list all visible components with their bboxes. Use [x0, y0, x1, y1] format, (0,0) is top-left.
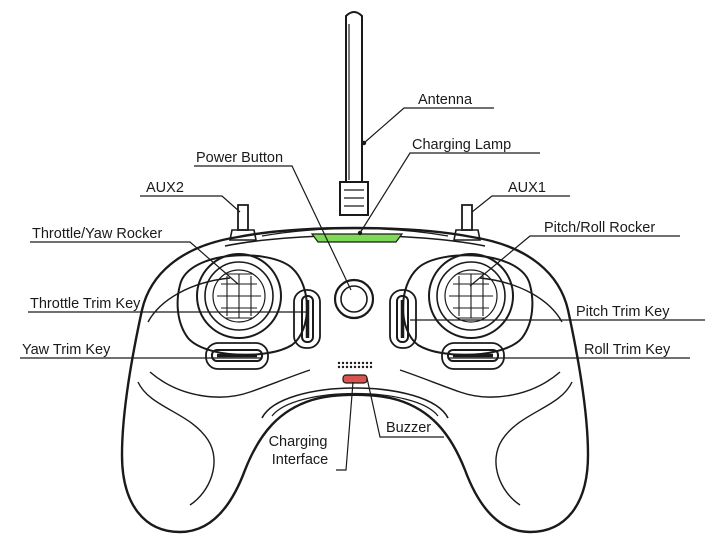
pitch-roll-rocker[interactable] [402, 253, 534, 356]
label-aux1: AUX1 [508, 180, 546, 196]
buzzer-dot [369, 361, 373, 365]
throttle-yaw-rocker[interactable] [176, 253, 308, 356]
charging-interface-port [342, 374, 368, 384]
buzzer-dot [353, 365, 357, 369]
pitch-trim-key[interactable] [389, 289, 417, 349]
label-antenna: Antenna [418, 92, 473, 108]
antenna [339, 11, 369, 216]
label-charging-interface-line1: Charging [269, 434, 328, 450]
aux2-switch[interactable] [229, 204, 257, 241]
label-yaw-trim-key: Yaw Trim Key [22, 342, 111, 358]
buzzer-dot [357, 361, 361, 365]
buzzer-dot [361, 361, 365, 365]
bottom-arch-outer [261, 387, 449, 419]
label-charging-interface-line2: Interface [272, 452, 328, 468]
labels: Antenna Charging Lamp Power Button AUX2 … [22, 92, 671, 468]
top-ridge-inner [261, 227, 449, 237]
lower-grip-curve-right [399, 369, 561, 398]
label-aux2: AUX2 [146, 180, 184, 196]
buzzer-dot [361, 365, 365, 369]
buzzer-dot [365, 361, 369, 365]
buzzer-dot [345, 361, 349, 365]
buzzer-dot [357, 365, 361, 369]
label-pitch-roll-rocker: Pitch/Roll Rocker [544, 220, 655, 236]
buzzer-dot [349, 365, 353, 369]
buzzer-dot [337, 365, 341, 369]
buzzer-dot [349, 361, 353, 365]
buzzer-dot [341, 361, 345, 365]
left-grip-swoosh [137, 381, 215, 506]
yaw-trim-key[interactable] [205, 342, 269, 370]
buzzer-dot [345, 365, 349, 369]
leader-lines [20, 107, 705, 471]
bottom-arch-inner [271, 392, 439, 417]
inner-body-line [147, 277, 563, 323]
throttle-trim-key[interactable] [293, 289, 321, 349]
buzzer-dot [337, 361, 341, 365]
label-pitch-trim-key: Pitch Trim Key [576, 304, 670, 320]
charging-lamp-light [310, 233, 404, 243]
controller-drawing [120, 11, 590, 534]
label-throttle-yaw-rocker: Throttle/Yaw Rocker [32, 226, 162, 242]
label-buzzer: Buzzer [386, 420, 431, 436]
label-throttle-trim-key: Throttle Trim Key [30, 296, 141, 312]
buzzer-dot [365, 365, 369, 369]
right-grip-swoosh [495, 381, 573, 506]
label-power-button: Power Button [196, 150, 283, 166]
buzzer [337, 361, 373, 369]
aux1-switch[interactable] [453, 204, 481, 241]
lower-grip-curve-left [149, 369, 311, 398]
controller-body-outline [120, 226, 590, 534]
label-charging-lamp: Charging Lamp [412, 137, 511, 153]
power-button[interactable] [333, 278, 375, 320]
buzzer-dot [353, 361, 357, 365]
roll-trim-key[interactable] [441, 342, 505, 370]
buzzer-dot [341, 365, 345, 369]
buzzer-dot [369, 365, 373, 369]
label-roll-trim-key: Roll Trim Key [584, 342, 671, 358]
